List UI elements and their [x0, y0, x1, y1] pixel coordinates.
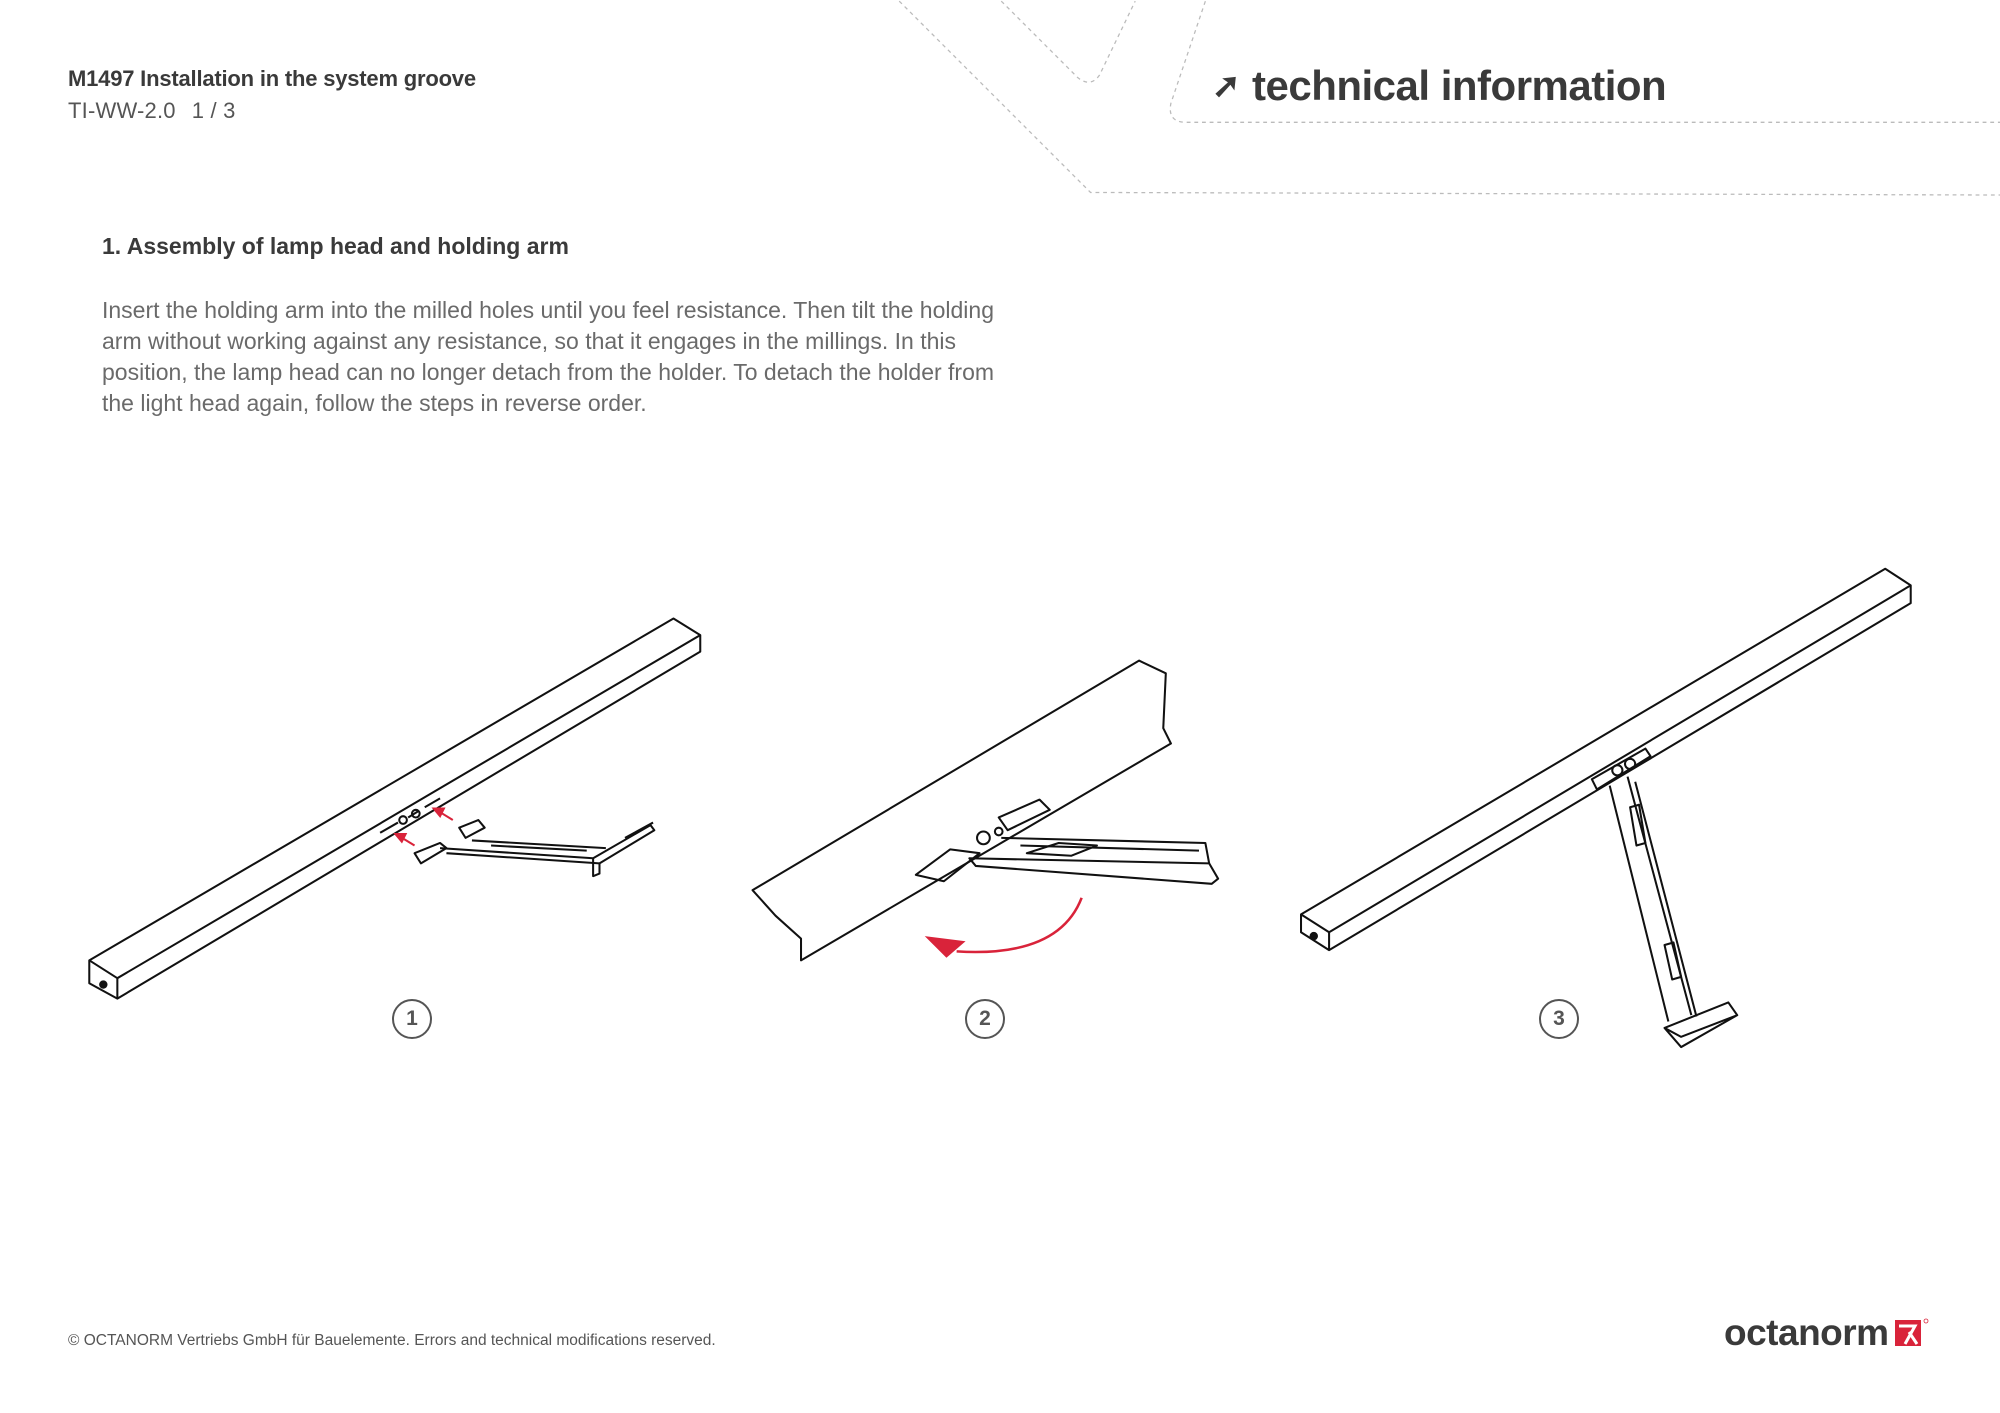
rotate-arrow-icon	[924, 897, 1083, 958]
instructions-paragraph: Insert the holding arm into the milled h…	[102, 295, 1102, 419]
page-number: 1 / 3	[191, 98, 236, 123]
footer-copyright: © OCTANORM Vertriebs GmbH für Bauelement…	[68, 1332, 716, 1349]
step-number-3: 3	[1539, 999, 1579, 1039]
step-2-drawing	[751, 659, 1220, 962]
octanorm-logo: octanorm	[1724, 1312, 1929, 1354]
paragraph-line: Insert the holding arm into the milled h…	[102, 297, 994, 323]
decorative-dashed-lines	[898, 0, 2000, 196]
paragraph-line: arm without working against any resistan…	[102, 328, 956, 354]
step-1-drawing	[88, 617, 702, 1000]
step-1-insert-arrows	[393, 807, 454, 847]
document-title: M1497 Installation in the system groove	[68, 66, 476, 91]
document-code: TI-WW-2.0	[68, 98, 176, 123]
step-number-1: 1	[392, 999, 432, 1039]
section-badge: ➚ technical information	[1212, 62, 1667, 110]
logo-mark-icon	[1894, 1318, 1928, 1346]
section-heading: 1. Assembly of lamp head and holding arm	[102, 233, 569, 259]
logo-text: octanorm	[1724, 1312, 1889, 1353]
arrow-up-right-icon: ➚	[1212, 67, 1241, 105]
step-number-2: 2	[965, 999, 1005, 1039]
paragraph-line: the light head again, follow the steps i…	[102, 390, 647, 416]
section-badge-label: technical information	[1252, 62, 1667, 109]
step-3-drawing	[1300, 567, 1912, 1049]
paragraph-line: position, the lamp head can no longer de…	[102, 359, 995, 385]
document-meta: TI-WW-2.0 1 / 3	[68, 98, 252, 124]
